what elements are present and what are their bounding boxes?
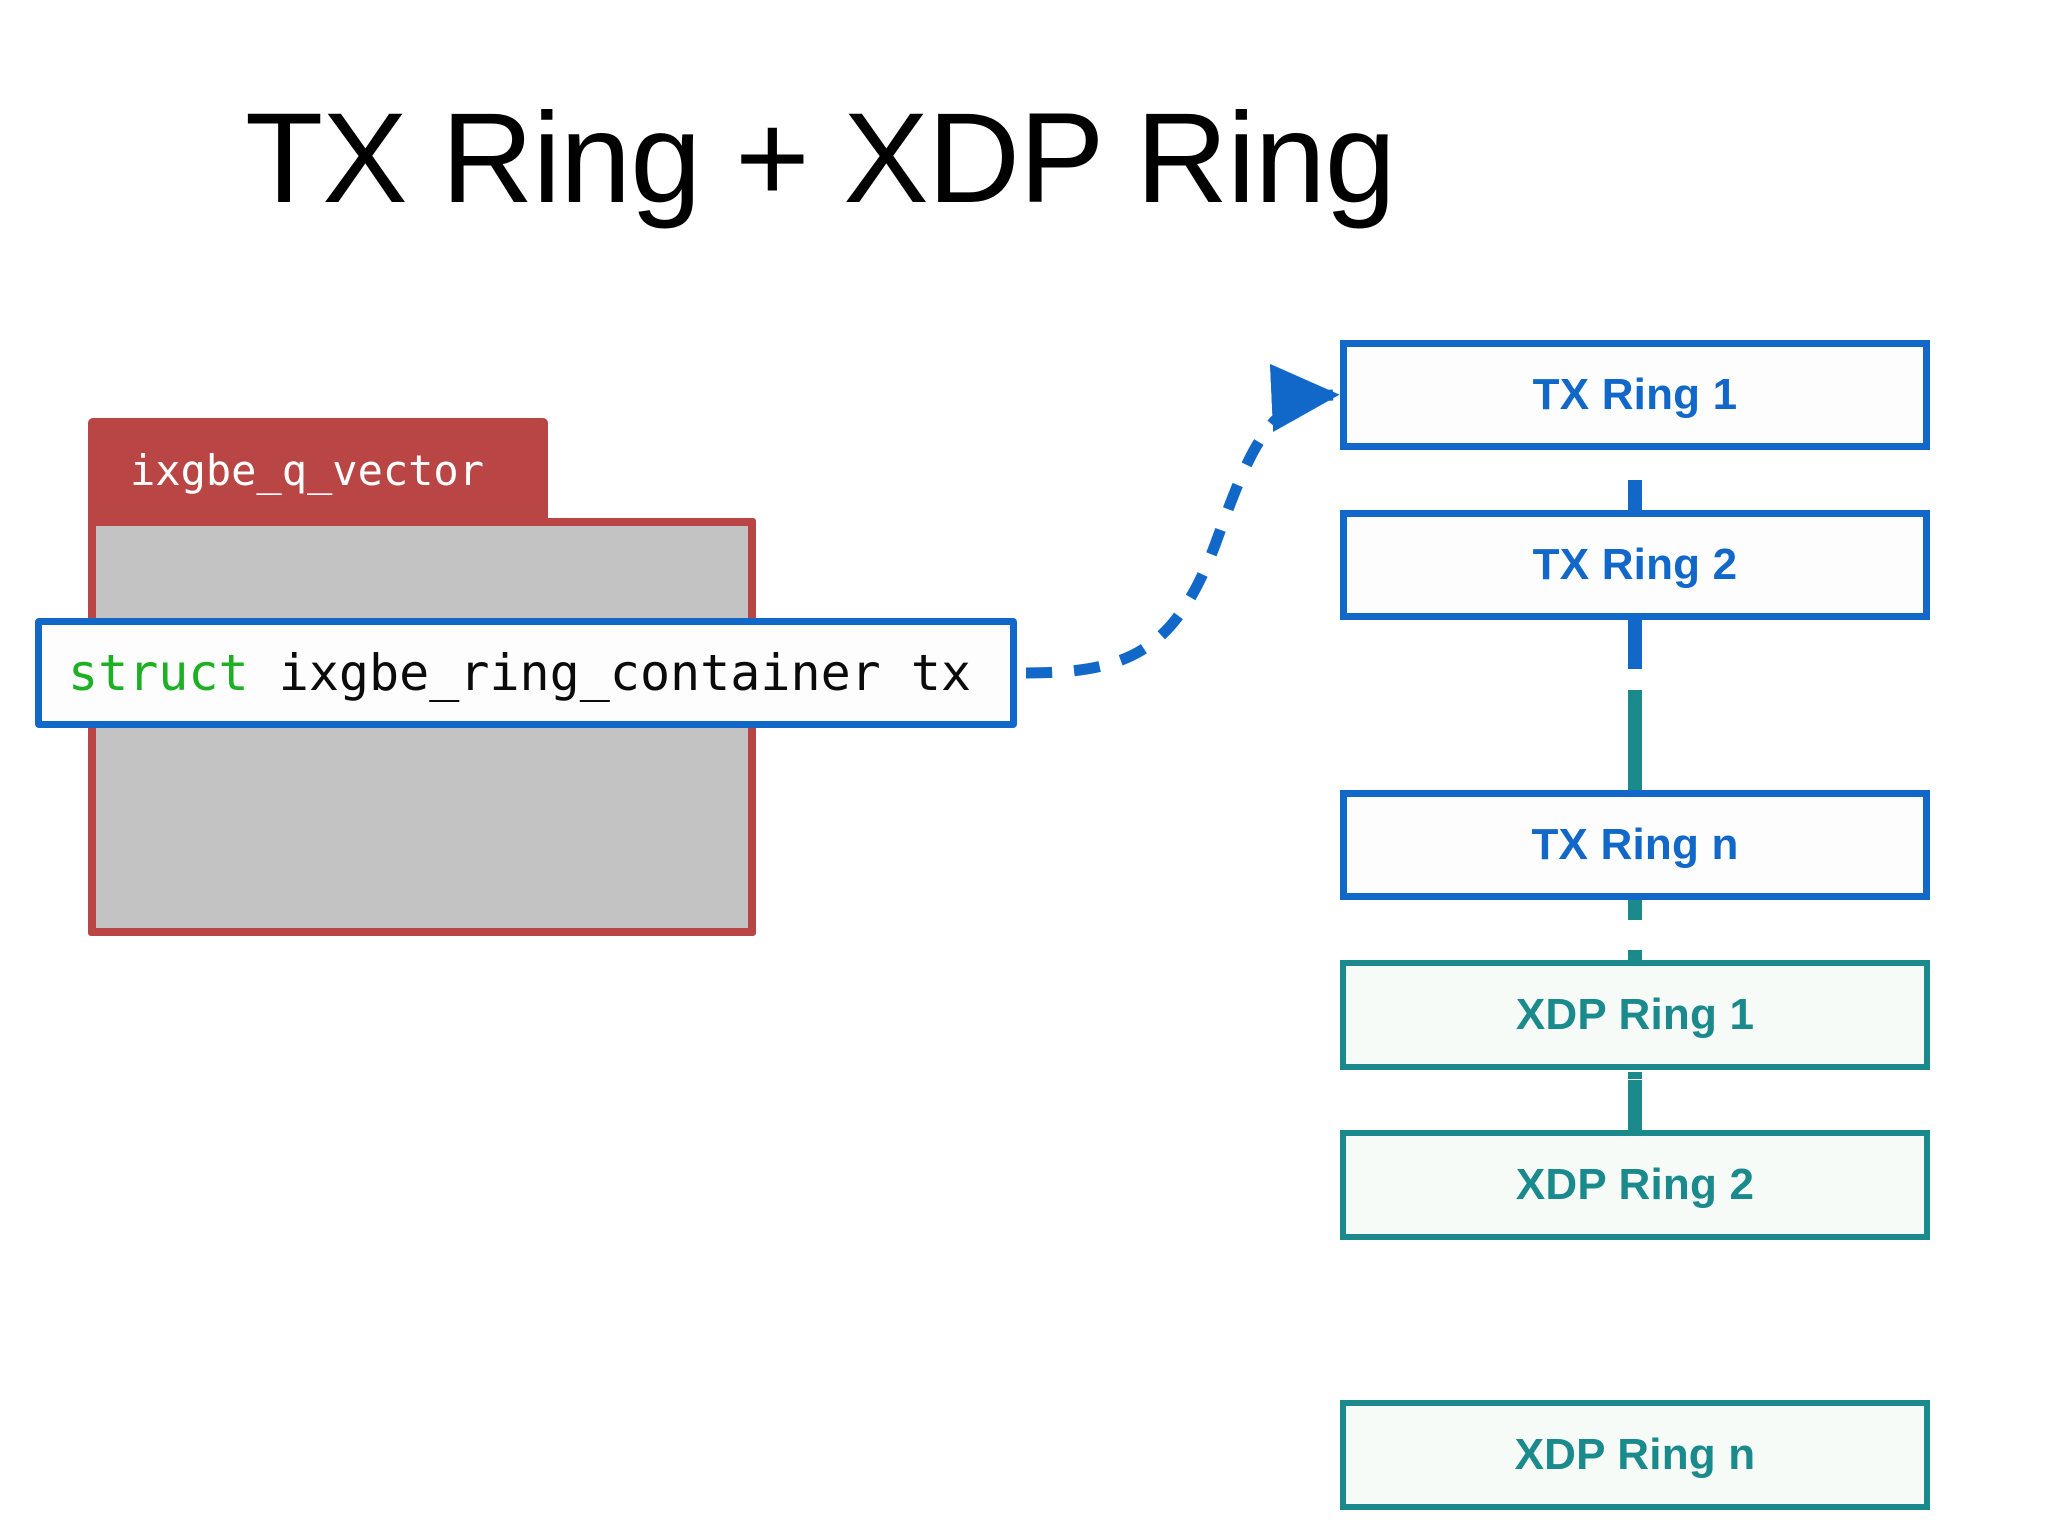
ring-label: XDP Ring 2	[1515, 1160, 1755, 1209]
ring-box-tx-2[interactable]: TX Ring 2	[1340, 510, 1930, 620]
ring-box-tx-n[interactable]: TX Ring n	[1340, 790, 1930, 900]
ring-label: XDP Ring n	[1514, 1430, 1756, 1479]
ring-box-xdp-2[interactable]: XDP Ring 2	[1340, 1130, 1930, 1240]
ixgbe-q-vector-label: ixgbe_q_vector	[130, 446, 485, 495]
ring-box-xdp-n[interactable]: XDP Ring n	[1340, 1400, 1930, 1510]
ixgbe-q-vector-tab: ixgbe_q_vector	[88, 418, 548, 523]
ring-label: XDP Ring 1	[1515, 990, 1755, 1039]
struct-ring-container-text: struct ixgbe_ring_container tx	[42, 645, 971, 701]
ring-label: TX Ring 1	[1532, 370, 1738, 419]
struct-identifier: ixgbe_ring_container tx	[248, 644, 972, 702]
struct-ring-container-box[interactable]: struct ixgbe_ring_container tx	[35, 618, 1017, 728]
connector-tx-bottom	[1628, 609, 1642, 669]
connector-xdp-bottom	[1628, 1080, 1642, 1130]
dashed-pointer-arrow	[1025, 363, 1340, 679]
connector-txn-xdp1	[1628, 690, 1642, 790]
ring-box-tx-1[interactable]: TX Ring 1	[1340, 340, 1930, 450]
ring-label: TX Ring n	[1531, 820, 1739, 869]
ring-box-xdp-1[interactable]: XDP Ring 1	[1340, 960, 1930, 1070]
page-title: TX Ring + XDP Ring	[245, 87, 1396, 230]
ring-label: TX Ring 2	[1532, 540, 1738, 589]
struct-keyword: struct	[68, 644, 249, 702]
